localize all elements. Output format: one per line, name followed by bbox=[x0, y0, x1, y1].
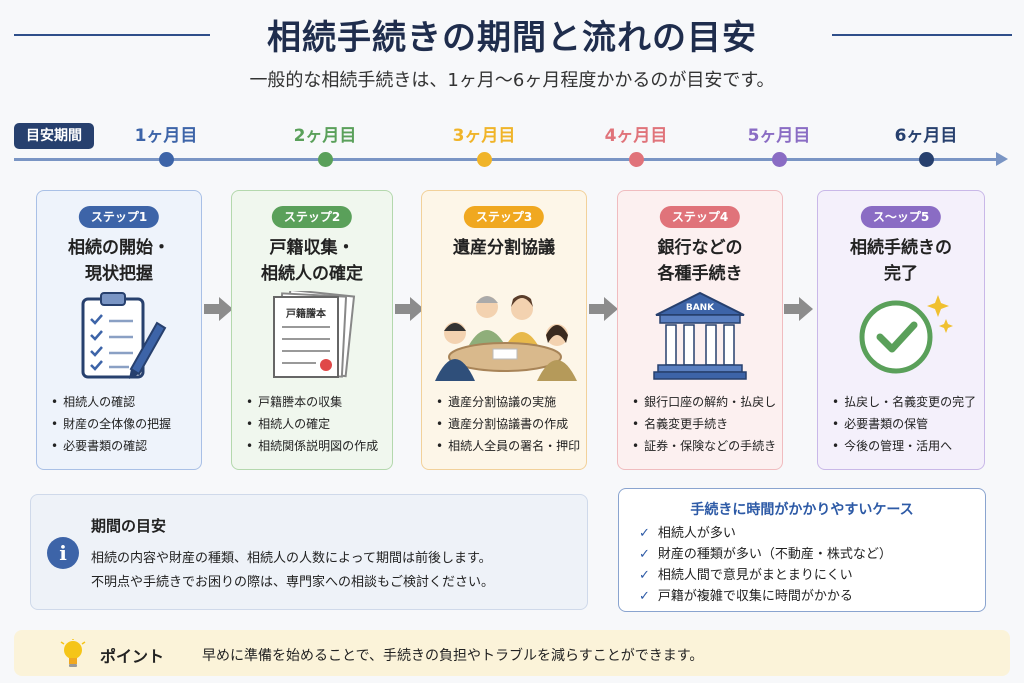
list-item: 相続人全員の署名・押印 bbox=[436, 435, 580, 457]
list-item: ✓相続人間で意見がまとまりにくい bbox=[639, 568, 853, 583]
timeline-dot-2 bbox=[318, 152, 333, 167]
timeline-axis bbox=[14, 158, 1000, 161]
step-items: 遺産分割協議の実施 遺産分割協議書の作成 相続人全員の署名・押印 bbox=[436, 391, 580, 457]
flow-arrow-icon bbox=[395, 297, 424, 321]
step-badge: ステップ1 bbox=[78, 206, 160, 228]
month-label-4: 4ヶ月目 bbox=[604, 126, 668, 146]
list-item: 払戻し・名義変更の完了 bbox=[832, 391, 976, 413]
family-meeting-icon bbox=[429, 283, 579, 387]
step-title: 相続の開始・現状把握 bbox=[68, 238, 170, 284]
step-title: 相続手続きの完了 bbox=[850, 238, 952, 284]
flow-arrow-icon bbox=[589, 297, 618, 321]
step-card-1: ステップ1 相続の開始・現状把握 相続人の確認 財産の全体像の把握 必要書類の確… bbox=[36, 190, 202, 470]
info-text-line-2: 不明点や手続きでお困りの際は、専門家への相談もご検討ください。 bbox=[91, 575, 495, 590]
period-label-badge: 目安期間 bbox=[14, 123, 94, 149]
step-badge: ステップ3 bbox=[463, 206, 545, 228]
timeline-dot-3 bbox=[477, 152, 492, 167]
step-card-3: ステップ3 遺産分割協議 遺産分割協議の実施 遺産分割協議書の作成 相続人全員の… bbox=[421, 190, 587, 470]
flow-arrow-icon bbox=[784, 297, 813, 321]
list-item: 銀行口座の解約・払戻し bbox=[632, 391, 776, 413]
slow-cases-list: ✓相続人が多い ✓財産の種類が多い（不動産・株式など） ✓相続人間で意見がまとま… bbox=[639, 523, 892, 607]
step-title: 銀行などの各種手続き bbox=[657, 238, 743, 284]
list-item: ✓戸籍が複雑で収集に時間がかかる bbox=[639, 589, 853, 604]
slow-cases-box: 手続きに時間がかかりやすいケース ✓相続人が多い ✓財産の種類が多い（不動産・株… bbox=[618, 488, 986, 612]
document-stack-icon: 戸籍謄本 bbox=[264, 291, 360, 381]
month-label-6: 6ヶ月目 bbox=[894, 126, 958, 146]
list-item: 相続人の確認 bbox=[51, 391, 171, 413]
list-item: 必要書類の保管 bbox=[832, 413, 976, 435]
clipboard-checklist-icon bbox=[69, 291, 169, 385]
list-item: 証券・保険などの手続き bbox=[632, 435, 776, 457]
slow-cases-title: 手続きに時間がかかりやすいケース bbox=[690, 502, 914, 518]
list-item: 遺産分割協議の実施 bbox=[436, 391, 580, 413]
step-items: 戸籍謄本の収集 相続人の確定 相続関係説明図の作成 bbox=[246, 391, 378, 457]
list-item: ✓財産の種類が多い（不動産・株式など） bbox=[639, 547, 892, 562]
timeline-dot-1 bbox=[159, 152, 174, 167]
month-label-3: 3ヶ月目 bbox=[452, 126, 516, 146]
step-title: 遺産分割協議 bbox=[453, 238, 555, 258]
timeline-dot-6 bbox=[919, 152, 934, 167]
step-title: 戸籍収集・相続人の確定 bbox=[261, 238, 363, 284]
point-text: 早めに準備を始めることで、手続きの負担やトラブルを減らすことができます。 bbox=[202, 648, 704, 664]
check-circle-icon bbox=[846, 291, 956, 385]
step-items: 払戻し・名義変更の完了 必要書類の保管 今後の管理・活用へ bbox=[832, 391, 976, 457]
timeline-dot-4 bbox=[629, 152, 644, 167]
check-icon: ✓ bbox=[639, 526, 650, 541]
check-icon: ✓ bbox=[639, 547, 650, 562]
list-item: 必要書類の確認 bbox=[51, 435, 171, 457]
list-item: 相続人の確定 bbox=[246, 413, 378, 435]
info-title: 期間の目安 bbox=[91, 517, 167, 535]
point-label: ポイント bbox=[100, 647, 165, 666]
page-title: 相続手続きの期間と流れの目安 bbox=[267, 18, 757, 58]
month-label-5: 5ヶ月目 bbox=[747, 126, 811, 146]
step-items: 銀行口座の解約・払戻し 名義変更手続き 証券・保険などの手続き bbox=[632, 391, 776, 457]
list-item: 名義変更手続き bbox=[632, 413, 776, 435]
step-badge: ステップ4 bbox=[659, 206, 741, 228]
list-item: 戸籍謄本の収集 bbox=[246, 391, 378, 413]
step-badge: ス〜ップ5 bbox=[860, 206, 942, 228]
point-bar: ポイント 早めに準備を始めることで、手続きの負担やトラブルを減らすことができます… bbox=[14, 630, 1010, 676]
list-item: 相続関係説明図の作成 bbox=[246, 435, 378, 457]
page-subtitle: 一般的な相続手続きは、1ヶ月〜6ヶ月程度かかるのが目安です。 bbox=[249, 70, 775, 91]
list-item: 財産の全体像の把握 bbox=[51, 413, 171, 435]
check-icon: ✓ bbox=[639, 589, 650, 604]
lightbulb-icon bbox=[60, 639, 86, 667]
bank-label: BANK bbox=[685, 303, 715, 313]
list-item: 今後の管理・活用へ bbox=[832, 435, 976, 457]
timeline-dot-5 bbox=[772, 152, 787, 167]
bank-building-icon: BANK bbox=[652, 291, 748, 381]
step-badge: ステップ2 bbox=[271, 206, 353, 228]
document-label: 戸籍謄本 bbox=[286, 309, 326, 320]
list-item: ✓相続人が多い bbox=[639, 526, 736, 541]
timeline-arrow-icon bbox=[996, 152, 1008, 166]
info-icon: i bbox=[47, 537, 79, 569]
step-card-2: ステップ2 戸籍収集・相続人の確定 戸籍謄本 戸籍謄本の収集 相続人の確定 相続… bbox=[231, 190, 393, 470]
month-label-1: 1ヶ月目 bbox=[134, 126, 198, 146]
check-icon: ✓ bbox=[639, 568, 650, 583]
info-box: i 期間の目安 相続の内容や財産の種類、相続人の人数によって期間は前後します。 … bbox=[30, 494, 588, 610]
title-divider-left bbox=[14, 34, 210, 36]
info-text-line-1: 相続の内容や財産の種類、相続人の人数によって期間は前後します。 bbox=[91, 551, 492, 566]
title-divider-right bbox=[832, 34, 1012, 36]
list-item: 遺産分割協議書の作成 bbox=[436, 413, 580, 435]
flow-arrow-icon bbox=[204, 297, 233, 321]
step-items: 相続人の確認 財産の全体像の把握 必要書類の確認 bbox=[51, 391, 171, 457]
month-label-2: 2ヶ月目 bbox=[293, 126, 357, 146]
header: 相続手続きの期間と流れの目安 bbox=[0, 6, 1024, 58]
